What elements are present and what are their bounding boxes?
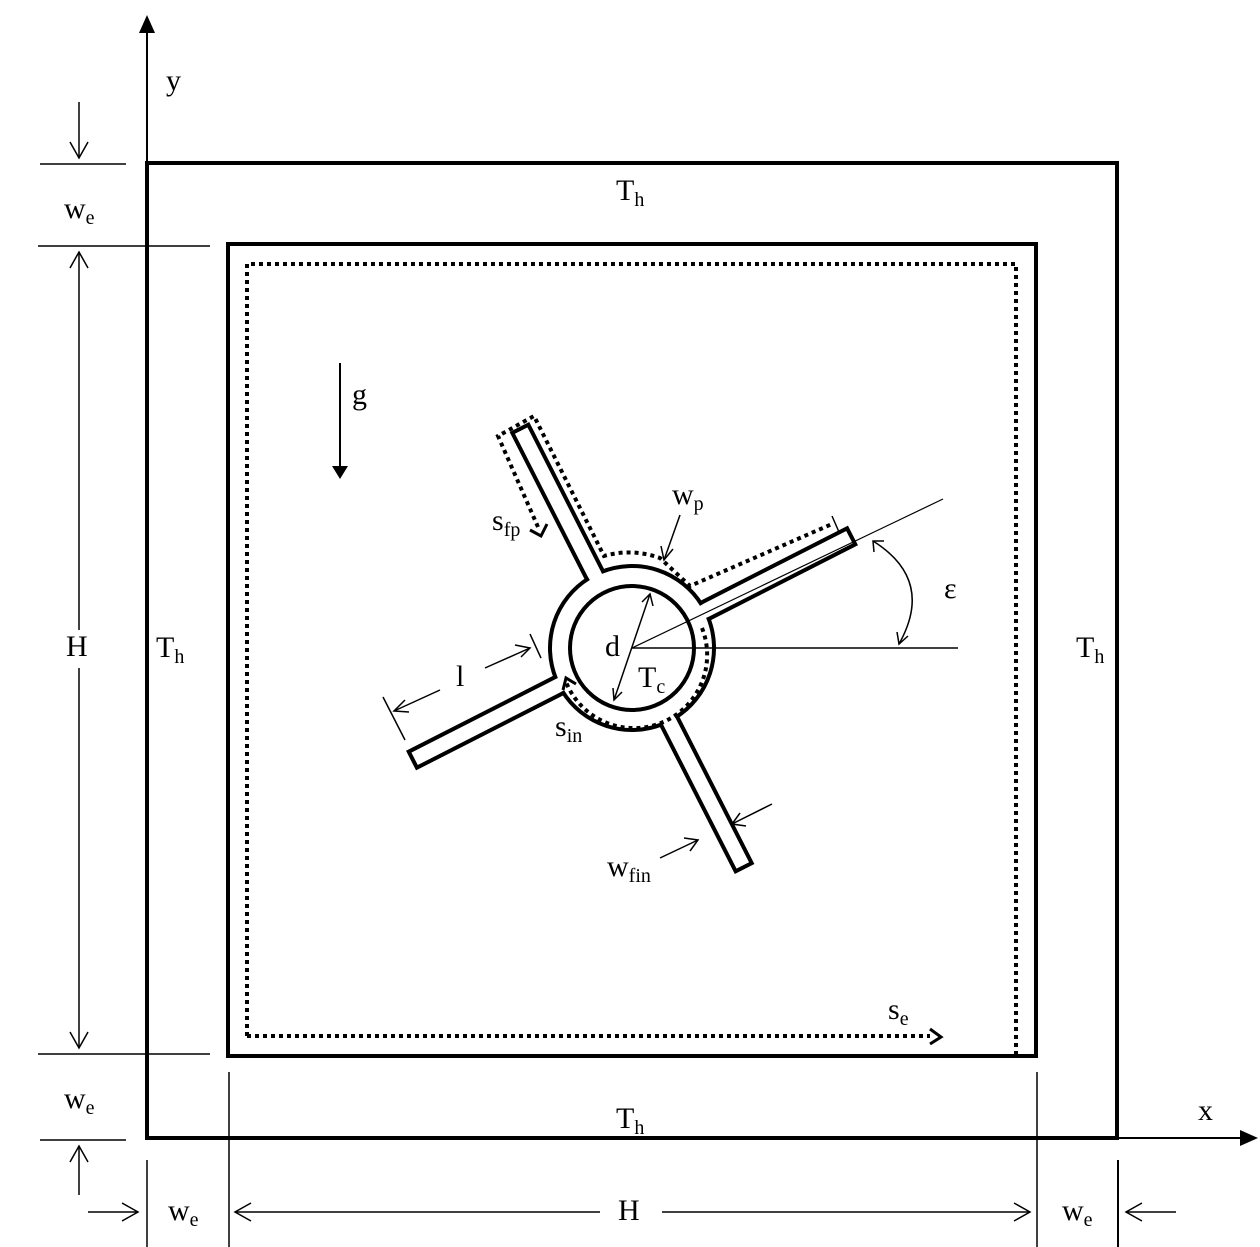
y-axis [139,15,155,162]
fin-length-label: l [456,660,465,693]
y-axis-arrowhead-icon [139,15,155,33]
x-axis-label: x [1198,1094,1213,1127]
s-fp-arrow-icon [529,523,549,539]
cylinder-temp: Tc [638,661,666,698]
inner-cavity [226,242,1038,1058]
fin-axis-line [631,498,944,649]
dim-bottom-right-we: we [1062,1194,1093,1231]
s-in-arrow-icon [561,675,577,691]
fin [658,714,755,874]
dim-left-top-we: we [64,192,95,229]
left-dimensions [38,102,210,1195]
right-wall-temp: Th [1076,631,1105,668]
s-e-label: se [888,993,909,1030]
diameter-line [613,593,651,701]
y-axis-label: y [166,64,181,97]
dim-bottom-H: H [618,1194,640,1227]
dim-bottom-left-we: we [168,1194,199,1231]
s-fp-label: sfp [492,504,521,541]
diameter-label: d [605,630,620,663]
bottom-wall-temp: Th [616,1102,645,1139]
outer-wall [145,161,1119,1140]
dim-left-bottom-we: we [64,1082,95,1119]
s-in-dotted-path [564,627,710,731]
fin [509,422,606,582]
dim-left-H: H [66,630,88,663]
bottom-dimensions [88,1072,1176,1247]
s-e-dotted-path [245,262,1018,1054]
gravity-arrow-icon [332,363,348,479]
s-in-label: sin [555,710,583,747]
fin [406,674,566,771]
angle-label: ε [944,572,957,605]
x-axis [1117,1130,1258,1146]
finned-cylinder [382,413,958,874]
fin-width-label: wfin [607,850,651,887]
fin [698,525,858,622]
s-fp-dotted-path [495,413,833,589]
angle-arc [872,540,913,645]
left-wall-temp: Th [156,631,185,668]
s-e-arrow-icon [929,1027,944,1046]
x-axis-arrowhead-icon [1240,1130,1258,1146]
top-wall-temp: Th [616,174,645,211]
gravity-label: g [352,378,367,411]
fin-pitch-label: wp [672,478,704,515]
